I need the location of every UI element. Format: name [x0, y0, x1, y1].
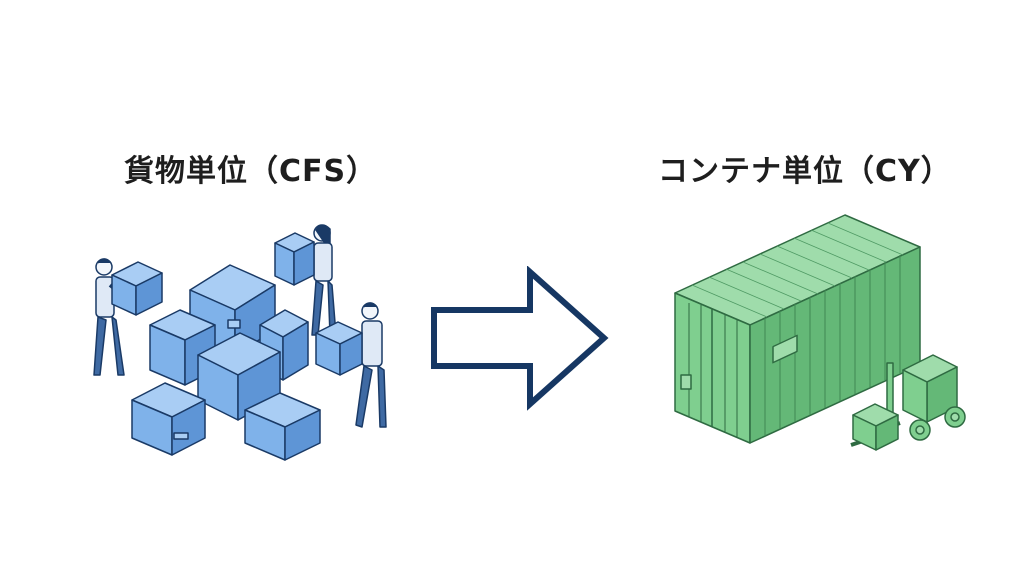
- cfs-title: 貨物単位（CFS）: [124, 154, 378, 189]
- cargo-box: [131, 382, 206, 456]
- people-carrying-boxes-icon: [93, 224, 387, 461]
- worker-figure: [93, 258, 163, 376]
- shipping-container-icon: [674, 214, 966, 451]
- cargo-box: [315, 321, 363, 376]
- worker-figure: [274, 224, 337, 336]
- cargo-box: [197, 332, 281, 421]
- forklift-icon: [850, 354, 966, 451]
- cargo-box: [274, 232, 315, 286]
- cargo-box: [111, 261, 163, 316]
- cargo-box: [852, 403, 899, 451]
- worker-figure: [315, 302, 387, 428]
- cy-title: コンテナ単位（CY）: [658, 154, 952, 189]
- cargo-box: [244, 392, 321, 461]
- right-arrow-icon: [431, 266, 609, 411]
